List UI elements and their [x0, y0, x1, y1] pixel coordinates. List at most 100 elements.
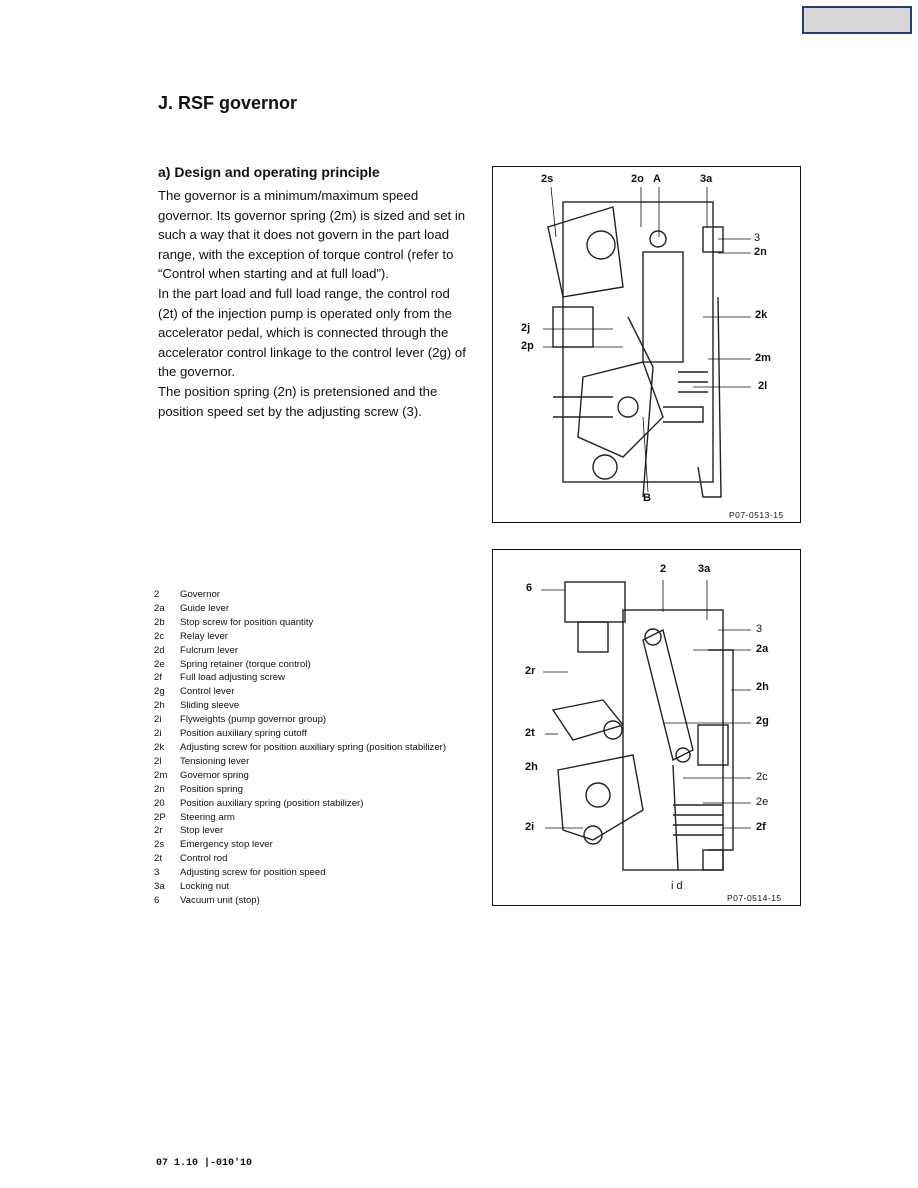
- legend-item: 2k Adjusting screw for position auxiliary…: [154, 741, 474, 755]
- legend-key: 2t: [154, 853, 163, 865]
- legend-item: 2h Sliding sleeve: [154, 699, 474, 713]
- legend-key: 2m: [154, 769, 168, 781]
- callout-label: 2h: [525, 761, 538, 773]
- legend-text: Position spring: [180, 783, 243, 795]
- legend-item: 20 Position auxiliary spring (position st…: [154, 797, 474, 811]
- callout-label: 3a: [700, 173, 713, 185]
- legend-item: 2b Stop screw for position quantity: [154, 616, 474, 630]
- legend-key: 2a: [154, 602, 165, 614]
- governor-drawing-2: [541, 580, 751, 871]
- legend-text: Position auxiliary spring cutoff: [180, 728, 307, 740]
- legend-text: Guide lever: [180, 602, 230, 614]
- legend-item: 2f Full load adjusting screw: [154, 671, 474, 685]
- legend-key: 20: [154, 797, 165, 809]
- callout-label: 3: [756, 623, 763, 635]
- legend-item: 6 Vacuum unit (stop): [154, 894, 474, 908]
- legend-item: 2a Guide lever: [154, 602, 474, 616]
- legend-item: 2i Flyweights (pump governor group): [154, 713, 474, 727]
- legend-text: Fulcrum lever: [180, 644, 239, 656]
- callout-label: 2c: [756, 771, 768, 783]
- legend-text: Sliding sleeve: [180, 700, 240, 712]
- callout-label: 2l: [758, 380, 768, 392]
- callout-label: 2n: [754, 246, 767, 258]
- legend-key: 2g: [154, 686, 165, 698]
- callout-label: 2h: [756, 681, 769, 693]
- legend-text: Adjusting screw for position speed: [180, 867, 326, 879]
- callout-label: 2p: [521, 340, 534, 352]
- body-text: The governor is a minimum/maximum speed …: [158, 186, 468, 421]
- callout-label: 2f: [756, 821, 766, 833]
- callout-label: 2m: [755, 352, 771, 364]
- paragraph: In the part load and full load range, th…: [158, 285, 466, 380]
- legend-text: Position auxiliary spring (position stab…: [180, 797, 364, 809]
- legend-key: 2n: [154, 783, 165, 795]
- legend-key: 3: [154, 867, 160, 879]
- legend-key: 2r: [154, 825, 163, 837]
- legend-text: Vacuum unit (stop): [180, 894, 260, 906]
- legend-text: Emergency stop lever: [180, 839, 273, 851]
- callout-label: 2: [660, 563, 667, 575]
- section-tab: [802, 6, 912, 34]
- callout-label: 2i: [525, 821, 535, 833]
- legend-text: Stop screw for position quantity: [180, 616, 314, 628]
- page-footer: 07 1.10 |-010'10: [156, 1158, 253, 1169]
- callout-label: 2o: [631, 173, 644, 185]
- legend-key: 2i: [154, 728, 162, 740]
- callout-label: B: [643, 492, 651, 504]
- callout-label: 2j: [521, 322, 531, 334]
- page-title: J. RSF governor: [158, 93, 298, 113]
- legend-text: Tensioning lever: [180, 755, 250, 767]
- legend-text: Full load adjusting screw: [180, 672, 286, 684]
- legend-key: 2b: [154, 616, 165, 628]
- legend-item: 3 Adjusting screw for position speed: [154, 866, 474, 880]
- figure-code: P07-0514-15: [727, 893, 782, 903]
- paragraph: The position spring (2n) is pretensioned…: [158, 383, 438, 419]
- legend-key: 2f: [154, 672, 163, 684]
- callout-label: 2k: [755, 309, 768, 321]
- callout-label: 3a: [698, 563, 711, 575]
- legend-key: 2e: [154, 658, 165, 670]
- legend-text: Spring retainer (torque control): [180, 658, 311, 670]
- legend-key: 3a: [154, 881, 165, 893]
- callout-label: A: [653, 173, 661, 185]
- callout-label: 2g: [756, 715, 769, 727]
- governor-drawing-1: [543, 186, 751, 498]
- legend-key: 2P: [154, 811, 166, 823]
- legend-item: 2r Stop lever: [154, 824, 474, 838]
- figure-governor-diagram-1: 2s 2o A 3a 3 2n 2k 2j 2p 2m 2l B P07-051…: [492, 166, 801, 523]
- legend-key: 2l: [154, 755, 162, 767]
- legend-key: 2h: [154, 700, 165, 712]
- figure-governor-diagram-2: 6 2 3a 3 2a 2r 2h 2g 2t 2h 2c 2e 2i 2f i…: [492, 549, 801, 906]
- callout-label: 2t: [525, 727, 535, 739]
- legend-item: 2l Tensioning lever: [154, 755, 474, 769]
- legend-item: 2n Position spring: [154, 783, 474, 797]
- callout-label: 2a: [756, 643, 769, 655]
- legend-key: 2c: [154, 630, 165, 642]
- legend-text: Control rod: [180, 853, 228, 865]
- legend-item: 2e Spring retainer (torque control): [154, 658, 474, 672]
- callout-label: 3: [754, 232, 761, 244]
- legend-item: 2s Emergency stop lever: [154, 838, 474, 852]
- callout-label: 2r: [525, 665, 536, 677]
- callout-label: 2s: [541, 173, 554, 185]
- legend-item: 2t Control rod: [154, 852, 474, 866]
- legend-key: 2d: [154, 644, 165, 656]
- legend-text: Adjusting screw for position auxiliary s…: [180, 741, 447, 753]
- legend-key: 6: [154, 894, 160, 906]
- callout-label: 6: [526, 582, 533, 594]
- legend-key: 2s: [154, 839, 165, 851]
- legend-item: 2i Position auxiliary spring cutoff: [154, 727, 474, 741]
- legend-key: 2i: [154, 714, 162, 726]
- legend-item: 2d Fulcrum lever: [154, 644, 474, 658]
- legend-text: Flyweights (pump governor group): [180, 714, 327, 726]
- section-subheading: a) Design and operating principle: [158, 164, 380, 180]
- legend-key: 2k: [154, 741, 165, 753]
- legend-text: Locking nut: [180, 881, 230, 893]
- legend-text: Stop lever: [180, 825, 224, 837]
